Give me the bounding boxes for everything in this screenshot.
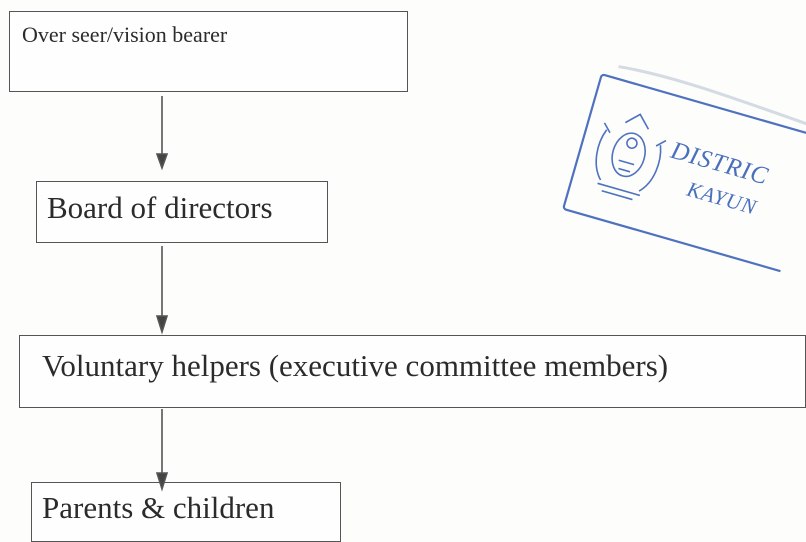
node-overseer: Over seer/vision bearer — [9, 11, 408, 92]
coat-of-arms-icon — [595, 113, 667, 201]
arrowhead-overseer-to-board — [155, 153, 169, 171]
node-board-of-directors: Board of directors — [36, 181, 328, 243]
node-voluntary-label: Voluntary helpers (executive committee m… — [42, 348, 669, 383]
stamp-smudge — [618, 65, 806, 130]
node-board-label: Board of directors — [47, 190, 273, 225]
node-voluntary-helpers: Voluntary helpers (executive committee m… — [19, 335, 806, 408]
arrowhead-voluntary-to-parents — [155, 472, 169, 492]
arrowhead-board-to-voluntary — [155, 315, 169, 335]
node-overseer-label: Over seer/vision bearer — [22, 22, 228, 47]
node-parents-children: Parents & children — [31, 482, 341, 542]
node-parents-label: Parents & children — [42, 490, 275, 525]
